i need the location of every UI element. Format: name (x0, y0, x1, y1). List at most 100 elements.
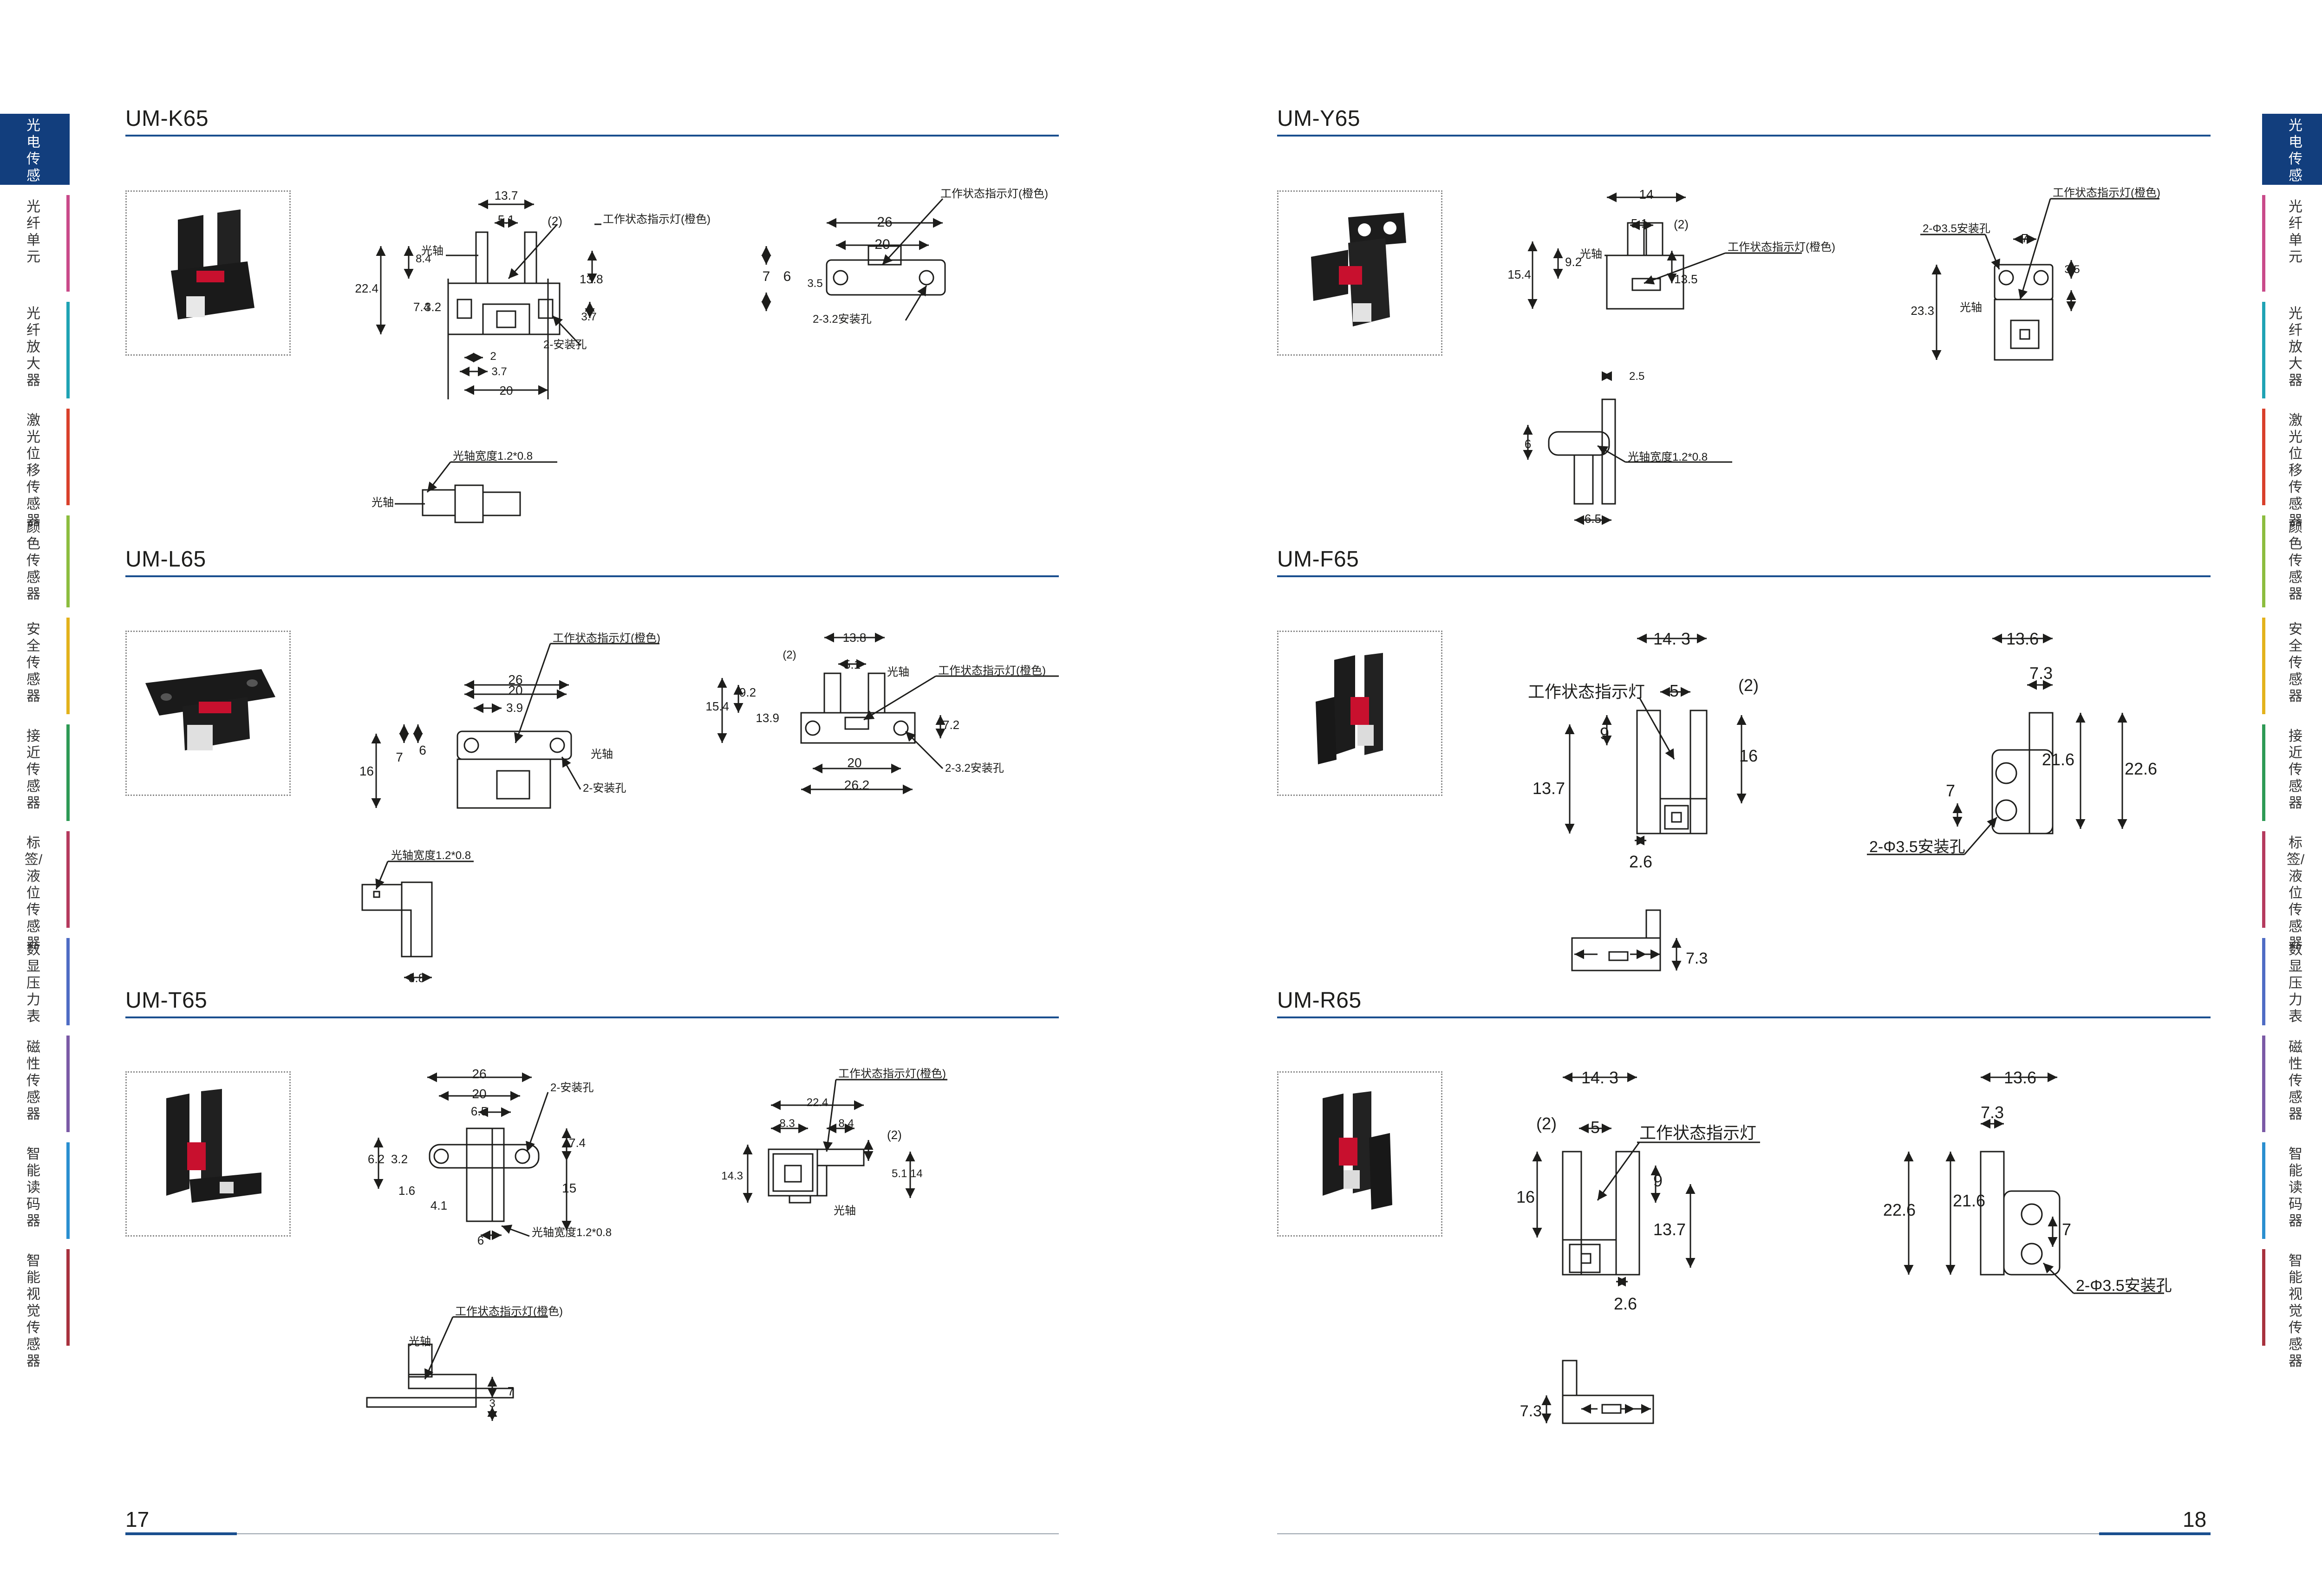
sidebar-item-label: 接近传感器 (2289, 729, 2302, 811)
sidebar-item-label: 颜色传感器 (26, 520, 40, 602)
dimension-label: 工作状态指示灯 (1639, 1123, 1756, 1142)
sidebar-color-bar (2262, 409, 2265, 505)
dimension-label: 15.4 (1507, 267, 1531, 281)
section-rule (125, 135, 1059, 137)
sidebar-item[interactable]: 智能视觉传感器 (2262, 1249, 2322, 1369)
sidebar-item[interactable]: 光纤放大器 (0, 302, 70, 398)
dimension-label: 3.5 (2064, 263, 2080, 276)
sidebar-color-bar (2262, 724, 2265, 821)
sidebar-color-bar (66, 409, 70, 505)
dimension-label: 光轴宽度1.2*0.8 (1628, 451, 1708, 463)
dimension-label: 2-3.2安装孔 (945, 762, 1004, 775)
sidebar-item[interactable]: 激光位移传感器 (2262, 409, 2322, 528)
outline-shape (538, 299, 554, 319)
sidebar-color-bar (66, 1142, 70, 1239)
dimension-label: 21.6 (2042, 750, 2074, 769)
sidebar-item[interactable]: 光纤放大器 (2262, 302, 2322, 398)
sidebar-item[interactable]: 智能视觉传感器 (0, 1249, 70, 1369)
dimension-label: 7 (2022, 231, 2028, 245)
sidebar-item[interactable]: 标签/液位传感器 (0, 831, 70, 951)
outline-shape (1689, 710, 1708, 834)
dimension-label: 3.7 (581, 311, 596, 323)
outline-shape (2010, 319, 2040, 349)
sidebar-color-bar (66, 938, 70, 1025)
sidebar-item[interactable]: 光纤单元 (2262, 195, 2322, 292)
dimension-label: 22.6 (2125, 759, 2157, 778)
sidebar-item[interactable]: 光纤单元 (0, 195, 70, 292)
sidebar-item[interactable]: 磁性传感器 (2262, 1036, 2322, 1132)
dimension-label: 26 (472, 1067, 486, 1081)
dimension-label: 2-安装孔 (550, 1081, 594, 1094)
dimension-label: 7 (1946, 781, 1955, 800)
sidebar-item[interactable]: 智能读码器 (0, 1142, 70, 1239)
dimension-label: 6.8 (408, 971, 425, 985)
hole-shape (893, 720, 909, 736)
sidebar-color-bar (2262, 1036, 2265, 1132)
sidebar-color-bar (2262, 938, 2265, 1025)
sidebar-item[interactable]: 磁性传感器 (0, 1036, 70, 1132)
dimension-label: 工作状态指示灯(橙色) (838, 1068, 946, 1080)
leader-line (514, 643, 551, 743)
dimension-label: 20 (500, 384, 513, 397)
dimension-label: 6 (419, 743, 426, 757)
hole-shape (833, 270, 848, 286)
outline-shape (1562, 1239, 1617, 1276)
outline-shape (1562, 1394, 1654, 1424)
sidebar-color-bar (2262, 195, 2265, 292)
dimension-label: 7.3 (1520, 1402, 1542, 1420)
hole-shape (433, 1148, 449, 1164)
sidebar-item[interactable]: 激光位移传感器 (0, 409, 70, 528)
leader-line (526, 1092, 549, 1152)
dimension-label: 13.7 (1653, 1220, 1686, 1239)
dimension-label: 13.8 (580, 272, 603, 286)
sensor-image (1311, 213, 1406, 326)
outline-shape (1601, 1404, 1622, 1414)
outline-shape (1645, 222, 1663, 256)
outline-shape (1671, 812, 1682, 823)
sidebar-item-label: 光纤单元 (26, 199, 40, 265)
dimension-label: 9 (1653, 1171, 1663, 1190)
outline-shape (1615, 1151, 1640, 1276)
sidebar-item[interactable]: 颜色传感器 (2262, 515, 2322, 607)
leader-line (561, 756, 581, 790)
leader-line (508, 223, 558, 280)
dimension-label: 4.1 (430, 1199, 447, 1212)
dimension-label: 7.3 (1686, 950, 1708, 967)
sidebar-item-label: 光电传感器 (26, 118, 40, 200)
sidebar-item[interactable]: 标签/液位传感器 (2262, 831, 2322, 951)
sidebar-item[interactable]: 安全传感器 (0, 618, 70, 714)
dimension-label: 5.1 (498, 213, 515, 227)
outline-shape (1991, 749, 2054, 834)
outline-shape (1580, 1253, 1591, 1264)
leader-line (424, 1316, 454, 1380)
sidebar-item[interactable]: 接近传感器 (2262, 724, 2322, 821)
product-photo-um-t65 (125, 1071, 291, 1237)
sidebar-item[interactable]: 接近传感器 (0, 724, 70, 821)
sidebar-item-label: 光纤单元 (2289, 199, 2302, 265)
dimension-label: 13.8 (843, 631, 867, 645)
sidebar-item[interactable]: 安全传感器 (2262, 618, 2322, 714)
sidebar-item[interactable]: 颜色传感器 (0, 515, 70, 607)
dimension-label: 2.6 (1629, 852, 1652, 871)
sidebar-item[interactable]: 智能读码器 (2262, 1142, 2322, 1239)
dimension-label: 3.2 (424, 300, 441, 314)
sidebar-color-bar (66, 1249, 70, 1346)
sidebar-item[interactable]: 光电传感器 (0, 114, 70, 200)
outline-shape (1631, 278, 1661, 291)
dimension-label: 工作状态指示灯(橙色) (940, 188, 1048, 200)
product-photo-um-k65 (125, 190, 291, 356)
sidebar-color-bar (2262, 515, 2265, 607)
outline-shape (482, 491, 521, 516)
dimension-label: 6.2 (368, 1152, 385, 1166)
page-number-left: 17 (125, 1507, 150, 1531)
sidebar-item[interactable]: 光电传感器 (2262, 114, 2322, 200)
sidebar-item[interactable]: 数显压力表 (0, 938, 70, 1025)
dimension-label: 20 (472, 1087, 486, 1101)
sidebar-item[interactable]: 数显压力表 (2262, 938, 2322, 1025)
sidebar-color-bar (2262, 618, 2265, 714)
section-title-um-r65: UM-R65 (1277, 988, 1362, 1013)
sidebar-color-bar (2262, 114, 2265, 185)
dimension-label: 3.9 (506, 701, 523, 715)
sidebar-color-bar (66, 724, 70, 821)
sensor-image (1316, 653, 1383, 764)
